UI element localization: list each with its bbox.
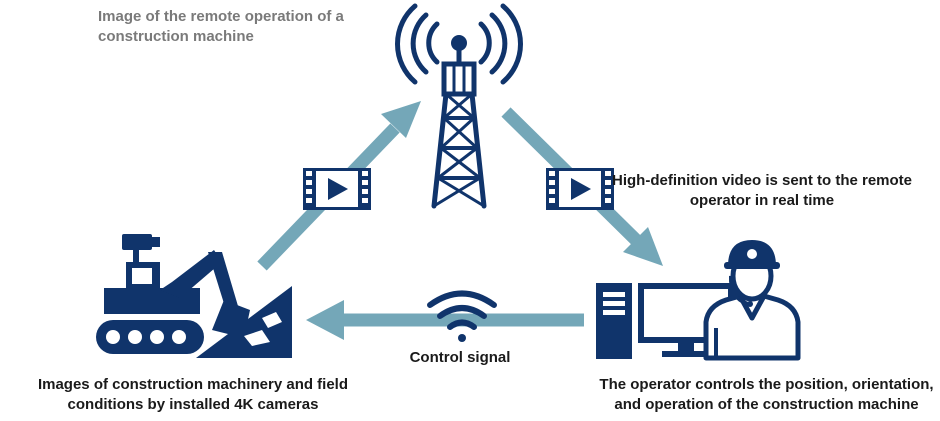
- operator-icon: [703, 240, 801, 361]
- antenna-tower-icon: [395, 3, 523, 209]
- video-icon: [546, 168, 614, 210]
- excavator-icon: [96, 234, 292, 358]
- arrow-operator-to-machine: [306, 300, 584, 340]
- wifi-icon: [427, 290, 497, 342]
- video-icon: [303, 168, 371, 210]
- operator-caption: The operator controls the position, orie…: [599, 376, 934, 413]
- machine-caption: Images of construction machinery and fie…: [37, 376, 349, 413]
- video-caption: High-definition video is sent to the rem…: [612, 172, 913, 209]
- camera-icon: [122, 234, 160, 262]
- control-signal-caption: Control signal: [409, 349, 511, 366]
- diagram-title: Image of the remote operation of a const…: [98, 8, 344, 45]
